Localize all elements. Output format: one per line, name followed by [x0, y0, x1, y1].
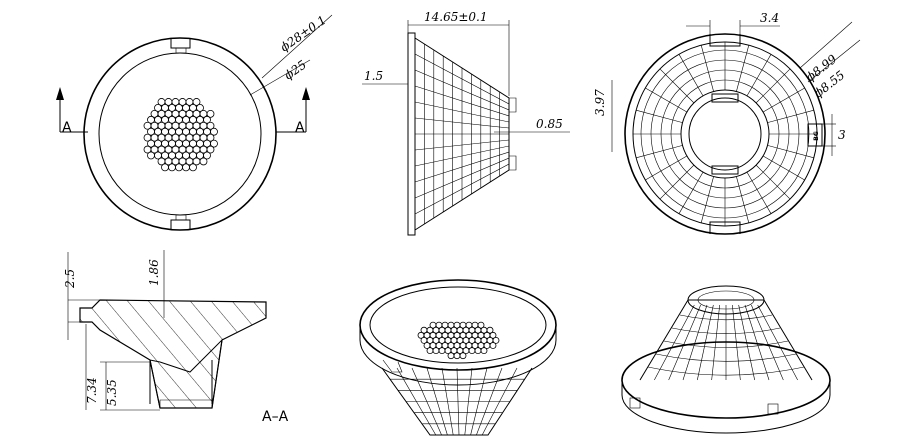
section-title: A–A	[262, 409, 289, 425]
dim-section-top: 2.5	[63, 269, 77, 289]
dim-outer-diameter: ϕ28±0.1	[278, 13, 329, 55]
microlens-cell	[203, 115, 211, 124]
section-letter-right: A	[295, 120, 305, 136]
section-letter-left: A	[62, 120, 72, 136]
microlens-cell	[492, 336, 500, 344]
facet-grid	[390, 367, 525, 436]
facet-grid	[647, 304, 805, 381]
microlens-cell	[175, 163, 183, 172]
microlens-cell	[206, 133, 215, 142]
microlens-cell	[192, 98, 201, 106]
isometric-bottom-view	[621, 285, 831, 434]
microlens-cell	[432, 347, 440, 355]
dim-section-total: 7.34	[85, 377, 99, 404]
section-view: 2.5 1.86 7.34 5.35 A–A	[63, 250, 289, 425]
bottom-view: BG 3.4 3.97 3 ϕ8.99 ϕ8.55	[593, 11, 861, 235]
microlens-cell	[459, 352, 467, 360]
microlens-cell	[206, 121, 215, 130]
microlens-cell	[210, 127, 218, 136]
microlens-cell	[199, 157, 208, 166]
microlens-cell	[182, 163, 190, 172]
microlens-cluster	[417, 321, 500, 360]
dim-side-width: 14.65±0.1	[424, 10, 488, 24]
microlens-cell	[453, 352, 461, 360]
section-marker-right: A	[276, 87, 310, 136]
isometric-top-view	[359, 279, 557, 436]
top-view: A A ϕ28±0.1 ϕ25	[56, 13, 333, 231]
microlens-cell	[489, 342, 497, 349]
microlens-cell	[480, 347, 488, 355]
microlens-cell	[203, 151, 211, 160]
microlens-cell	[489, 331, 497, 339]
microlens-cell	[438, 347, 446, 355]
microlens-cell	[468, 347, 476, 355]
microlens-cell	[210, 139, 218, 148]
microlens-cell	[196, 104, 204, 112]
dim-tab: 3	[838, 128, 846, 142]
dim-slot-depth: 3.97	[593, 89, 607, 116]
dim-section-lower: 5.35	[105, 379, 119, 406]
microlens-cell	[206, 145, 215, 154]
dim-inner-diameter: ϕ25	[282, 58, 309, 83]
microlens-cell	[147, 151, 155, 160]
dim-section-recess: 1.86	[147, 259, 161, 286]
side-view: 14.65±0.1 1.5 0.85	[362, 10, 570, 236]
microlens-cell	[486, 326, 494, 334]
tab-marking: BG	[813, 131, 820, 141]
microlens-cell	[447, 352, 455, 360]
microlens-cluster	[143, 98, 218, 172]
microlens-cell	[168, 163, 176, 172]
dim-slot-width: 3.4	[760, 11, 779, 25]
section-marker-left: A	[56, 87, 88, 136]
microlens-cell	[206, 109, 215, 118]
microlens-cell	[426, 347, 434, 355]
facet-grid-radial	[633, 42, 817, 226]
microlens-cell	[189, 163, 197, 172]
dim-flange: 1.5	[364, 69, 383, 83]
microlens-cell	[161, 163, 169, 172]
microlens-cell	[474, 347, 482, 355]
dim-inner-step: 0.85	[536, 117, 563, 131]
facet-grid	[414, 44, 510, 224]
microlens-cell	[477, 321, 485, 329]
